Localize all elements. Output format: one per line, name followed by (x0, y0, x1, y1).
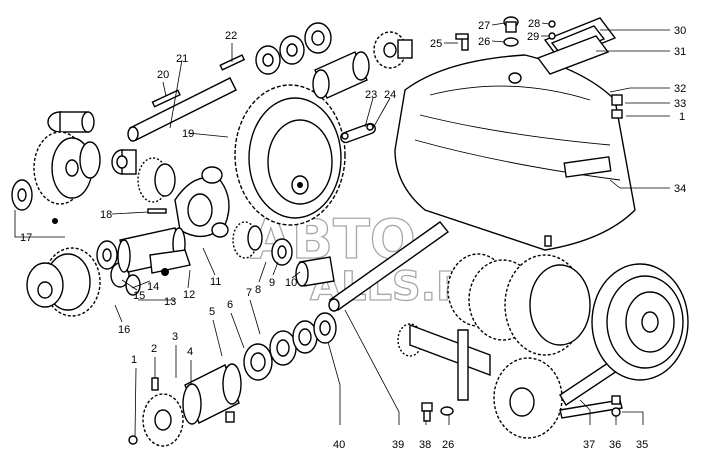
callout-30: 30 (674, 25, 686, 37)
callout-12: 12 (183, 289, 195, 301)
bracket-12 (149, 249, 191, 276)
callout-1: 1 (131, 354, 137, 366)
pulley-wheel (591, 263, 689, 381)
callout-26-top: 26 (478, 36, 490, 48)
bushing-left (111, 149, 137, 175)
callout-5: 5 (209, 306, 215, 318)
large-gear-19 (234, 84, 346, 226)
callout-29: 29 (527, 31, 539, 43)
bearing-sleeve-top (312, 51, 370, 99)
callout-9: 9 (269, 277, 275, 289)
gear-16 (26, 247, 101, 317)
callout-labels: 1 2 3 4 5 6 7 8 9 10 11 12 13 14 15 16 1… (20, 18, 686, 451)
callout-19: 19 (182, 128, 194, 140)
callout-39: 39 (392, 439, 404, 451)
callout-40: 40 (333, 439, 345, 451)
callout-34: 34 (674, 183, 686, 195)
callout-7: 7 (246, 287, 252, 299)
chain-link (340, 122, 376, 144)
callout-17: 17 (20, 232, 32, 244)
callout-33: 33 (674, 98, 686, 110)
callout-2: 2 (151, 343, 157, 355)
callout-25: 25 (430, 38, 442, 50)
sprocket-top (373, 31, 413, 69)
callout-14: 14 (147, 281, 159, 293)
bushings-9-10 (271, 238, 335, 287)
long-shaft (328, 221, 450, 312)
callout-21: 21 (176, 53, 188, 65)
callout-27: 27 (478, 20, 490, 32)
callout-3: 3 (172, 331, 178, 343)
rings-5-7 (243, 312, 337, 381)
callout-1-right: 1 (679, 111, 685, 123)
callout-26-bottom: 26 (442, 439, 454, 451)
callout-28: 28 (528, 18, 540, 30)
cylinder-4 (182, 363, 242, 425)
plug-part (47, 111, 95, 133)
callout-18: 18 (100, 209, 112, 221)
pins-20-22 (151, 54, 246, 108)
bolt-38 (421, 235, 621, 422)
leader-lines (14, 22, 670, 437)
differential-housing (174, 166, 230, 238)
callout-11: 11 (210, 276, 221, 288)
small-bevel-gear (137, 157, 176, 203)
callout-22: 22 (225, 30, 237, 42)
sprocket-3 (128, 377, 184, 447)
gearbox-housing (394, 54, 636, 251)
callout-16: 16 (118, 324, 130, 336)
cover-plate (536, 17, 617, 75)
breather-27 (455, 16, 556, 51)
callout-36: 36 (609, 439, 621, 451)
callout-20: 20 (157, 69, 169, 81)
washer-17 (11, 179, 58, 224)
callout-24: 24 (384, 89, 396, 101)
callout-4: 4 (187, 346, 193, 358)
shaft-21 (127, 77, 237, 142)
pinion-gear (232, 221, 263, 259)
callout-10: 10 (285, 277, 297, 289)
washers-top (255, 22, 332, 75)
callout-31: 31 (674, 46, 686, 58)
callout-8: 8 (255, 284, 261, 296)
left-bevel-gear (33, 131, 101, 205)
callout-6: 6 (227, 299, 233, 311)
callout-23: 23 (365, 89, 377, 101)
plug-33 (611, 94, 623, 119)
callout-38: 38 (419, 439, 431, 451)
callout-15: 15 (133, 290, 145, 302)
callout-32: 32 (674, 83, 686, 95)
callout-35: 35 (636, 439, 648, 451)
callout-37: 37 (583, 439, 595, 451)
bolt-18 (147, 208, 167, 214)
callout-13: 13 (164, 296, 176, 308)
